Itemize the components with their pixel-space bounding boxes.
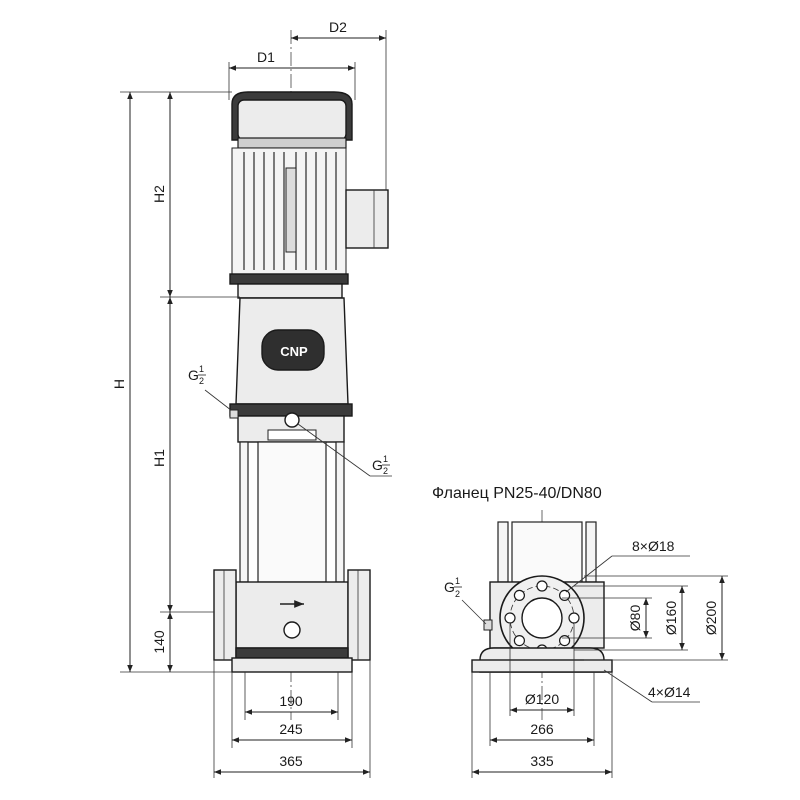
flange-title: Фланец PN25-40/DN80: [432, 485, 602, 502]
foot-holes-label: 4×Ø14: [648, 684, 691, 700]
flange-plug: [483, 619, 493, 631]
dim-335-label: 335: [530, 753, 554, 769]
flange-sleeve: [511, 521, 583, 583]
tie-rod-left: [239, 441, 249, 583]
motor-base: [229, 273, 349, 285]
logo-text: CNP: [280, 344, 308, 359]
svg-text:1: 1: [455, 576, 460, 586]
port-label-left: G 1 2: [188, 364, 237, 415]
dim-266-label: 266: [530, 721, 554, 737]
dim-190-label: 190: [279, 693, 303, 709]
flange-foot-plate: [471, 659, 613, 673]
motor-cover-band: [237, 137, 347, 149]
flange-port-label: G 1 2: [444, 576, 487, 625]
flange-rod-left: [497, 521, 509, 583]
drain-port: [283, 621, 301, 639]
priming-plug: [229, 409, 239, 419]
svg-text:G: G: [188, 367, 199, 383]
dim-d120-label: Ø120: [525, 691, 559, 707]
dim-d160-label: Ø160: [663, 601, 679, 635]
inlet-flange: [213, 569, 237, 661]
dim-d200-label: Ø200: [703, 601, 719, 635]
terminal-box: [345, 189, 389, 249]
cnp-logo: [261, 329, 325, 371]
dim-d2-label: D2: [329, 19, 347, 35]
flange-view: Фланец PN25-40/DN80 G: [432, 485, 728, 778]
motor-nameplate-rail: [285, 167, 297, 253]
dim-365-label: 365: [279, 753, 303, 769]
svg-text:2: 2: [199, 376, 204, 386]
dim-d80-label: Ø80: [627, 605, 643, 632]
outlet-flange: [347, 569, 371, 661]
foot-plate: [231, 657, 353, 673]
base-plate: [235, 647, 349, 659]
vent-port: [284, 412, 300, 428]
svg-text:G: G: [372, 457, 383, 473]
svg-text:1: 1: [383, 454, 388, 464]
dim-d1-label: D1: [257, 49, 275, 65]
port-label-right: G 1 2: [297, 423, 392, 477]
motor-fan-cover-face: [237, 99, 347, 141]
dim-245-label: 245: [279, 721, 303, 737]
pump-sleeve: [257, 441, 327, 583]
dim-140-label: 140: [151, 630, 167, 654]
tie-rod-right: [335, 441, 345, 583]
svg-text:2: 2: [383, 466, 388, 476]
svg-text:1: 1: [199, 364, 204, 374]
svg-text:2: 2: [455, 589, 460, 599]
dim-h1-label: H1: [151, 449, 167, 467]
flange-rod-right: [585, 521, 597, 583]
dim-h-label: H: [111, 379, 127, 389]
svg-text:G: G: [444, 579, 455, 595]
motor-adapter: [237, 283, 343, 299]
bolt-holes-label: 8×Ø18: [632, 538, 675, 554]
chamber-window: [267, 429, 317, 441]
dim-h2-label: H2: [151, 185, 167, 203]
flange-bore: [521, 597, 563, 639]
pump-side-view: CNP D1 D2: [111, 19, 392, 778]
